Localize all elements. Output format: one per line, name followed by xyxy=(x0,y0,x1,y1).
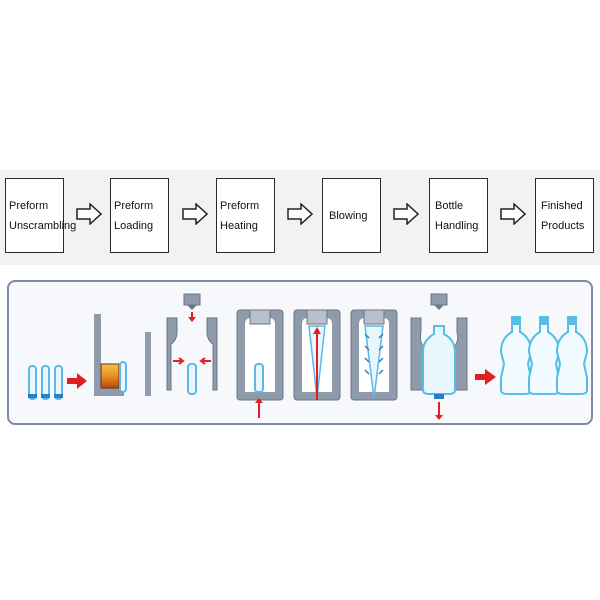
preform-icon xyxy=(41,365,50,400)
step-blowing: Blowing xyxy=(322,178,381,253)
preform-icon xyxy=(254,363,264,393)
step-label-line1: Blowing xyxy=(329,209,368,222)
step-finished-products: Finished Products xyxy=(535,178,594,253)
bottle-icon xyxy=(527,316,561,395)
step-preform-unscrambling: Preform Unscrambling xyxy=(5,178,77,253)
preform-icon xyxy=(28,365,37,400)
step-bottle-handling: Bottle Handling xyxy=(429,178,488,253)
step-preform-heating: Preform Heating xyxy=(216,178,275,253)
hollow-arrow-icon xyxy=(393,203,419,225)
hollow-arrow-icon xyxy=(500,203,526,225)
process-illustration-panel xyxy=(7,280,593,425)
finished-bottles xyxy=(499,316,589,395)
red-arrow-icon xyxy=(67,373,87,389)
step-label-line2: Unscrambling xyxy=(9,219,77,232)
process-illustration xyxy=(28,293,589,420)
bottle-icon xyxy=(422,325,456,395)
hollow-arrow-icon xyxy=(76,203,102,225)
step-label-line2: Loading xyxy=(114,219,154,232)
preform-icon xyxy=(119,361,127,393)
step-label-line1: Preform xyxy=(220,199,260,212)
preform-group xyxy=(28,365,63,400)
step-preform-loading: Preform Loading xyxy=(110,178,169,253)
step-label-line2: Handling xyxy=(435,219,479,232)
preform-icon xyxy=(54,365,63,400)
step-label-line1: Bottle xyxy=(435,199,464,212)
step-label-line1: Finished xyxy=(541,199,583,212)
bottle-icon xyxy=(555,316,589,395)
mold-icon xyxy=(350,309,398,401)
red-arrow-icon xyxy=(475,369,496,385)
step-label-line2: Heating xyxy=(220,219,258,232)
hollow-arrow-icon xyxy=(287,203,313,225)
mold-icon xyxy=(236,309,284,418)
step-label-line1: Preform xyxy=(9,199,49,212)
mold-icon xyxy=(166,293,218,395)
hollow-arrow-icon xyxy=(182,203,208,225)
process-flow-row: Preform Unscrambling Preform Loading Pre… xyxy=(0,170,600,265)
mold-icon xyxy=(293,309,341,401)
mold-icon xyxy=(410,293,468,420)
step-label-line2: Products xyxy=(541,219,585,232)
step-label-line1: Preform xyxy=(114,199,154,212)
bottle-icon xyxy=(499,316,533,395)
preform-icon xyxy=(187,363,197,395)
loading-station xyxy=(94,314,151,396)
